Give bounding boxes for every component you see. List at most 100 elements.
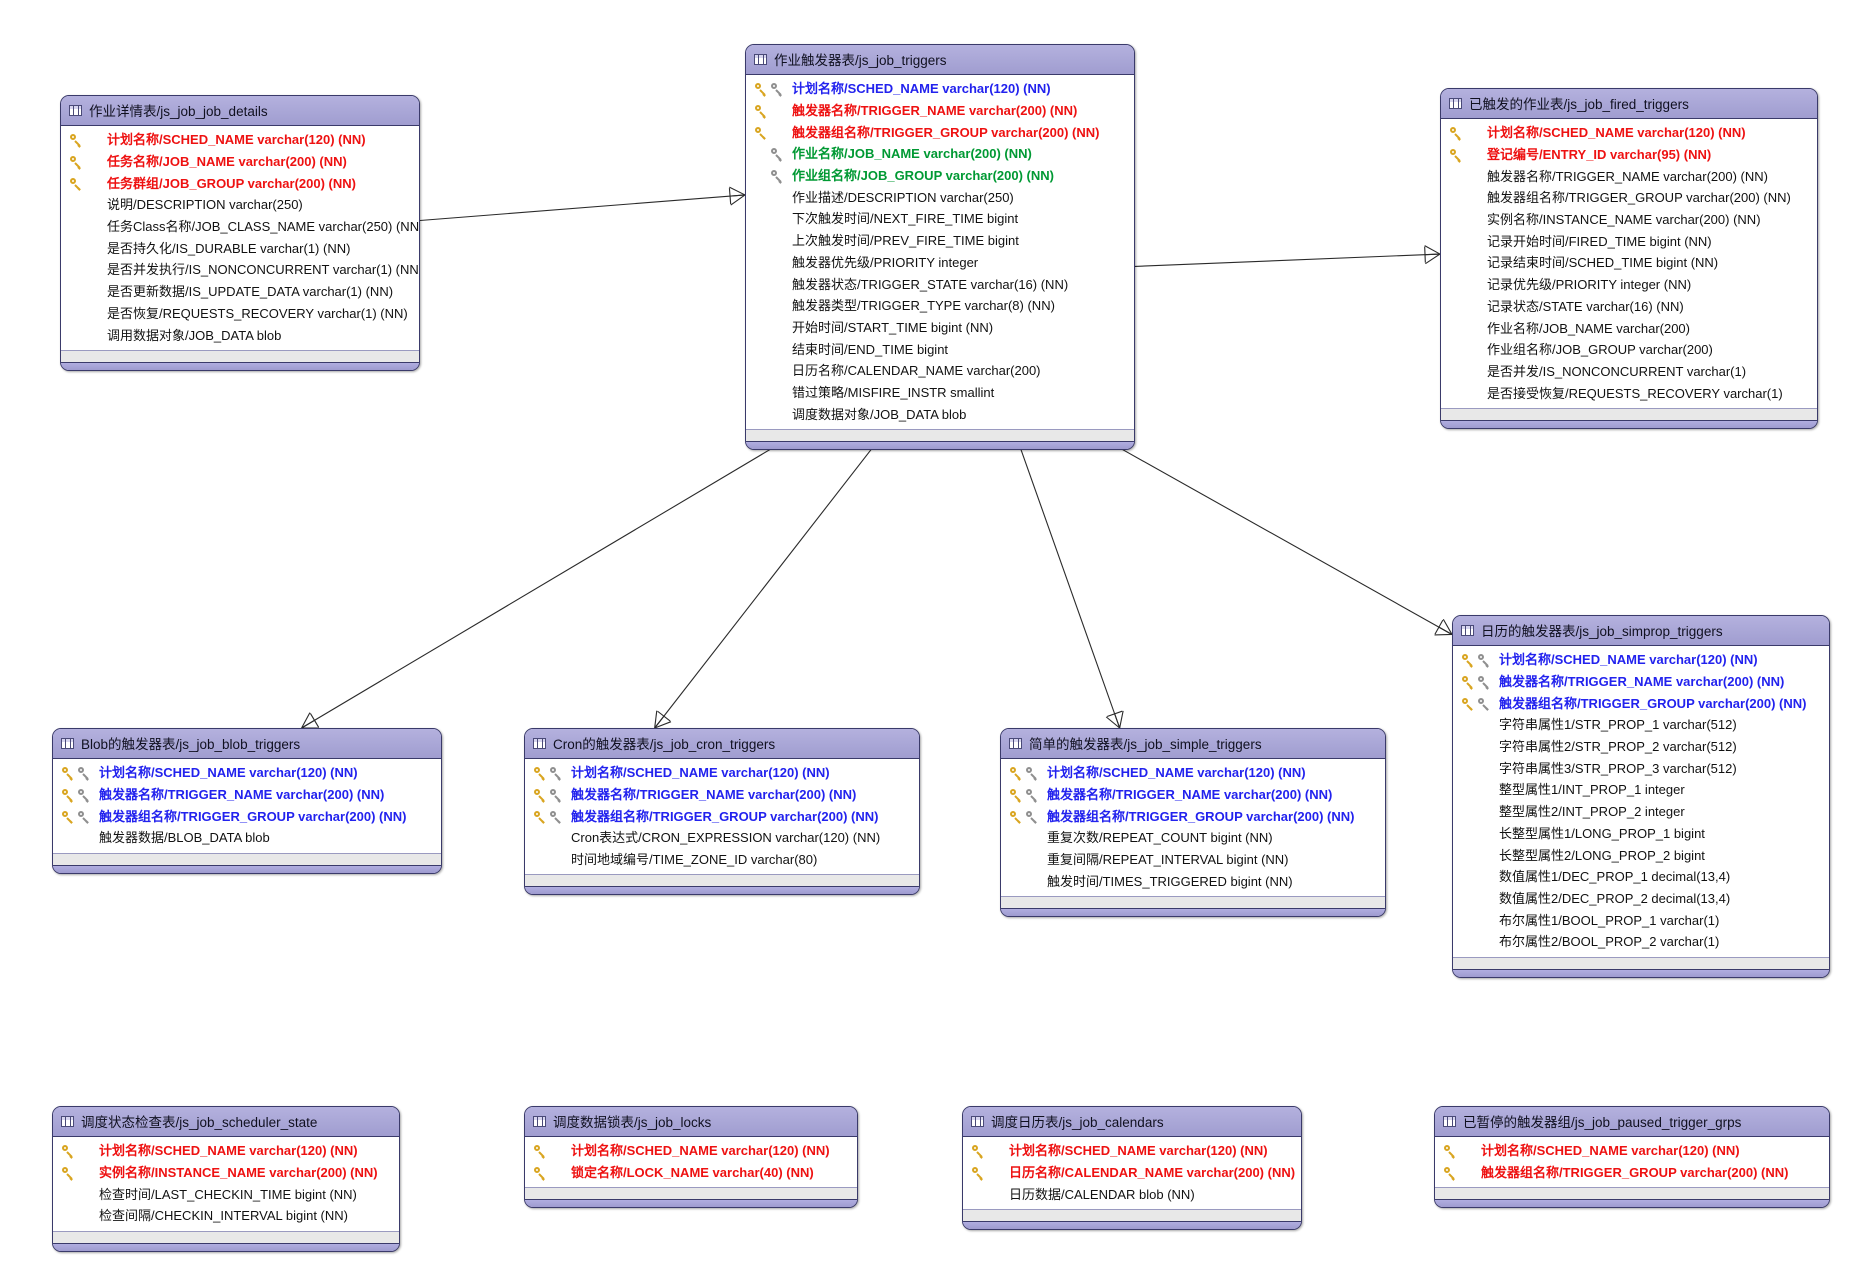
attribute-row[interactable]: 调用数据对象/JOB_DATA blob	[61, 324, 419, 346]
attribute-row[interactable]: 触发器组名称/TRIGGER_GROUP varchar(200) (NN)	[525, 805, 919, 827]
attribute-row[interactable]: 触发器名称/TRIGGER_NAME varchar(200) (NN)	[53, 784, 441, 806]
attribute-row[interactable]: 记录开始时间/FIRED_TIME bigint (NN)	[1441, 230, 1817, 252]
attribute-row[interactable]: 触发器名称/TRIGGER_NAME varchar(200) (NN)	[1453, 671, 1829, 693]
attribute-row[interactable]: 作业组名称/JOB_GROUP varchar(200) (NN)	[746, 165, 1134, 187]
attribute-row[interactable]: 触发器类型/TRIGGER_TYPE varchar(8) (NN)	[746, 295, 1134, 317]
entity-title-bar[interactable]: 调度状态检查表/js_job_scheduler_state	[53, 1107, 399, 1137]
attribute-row[interactable]: 作业组名称/JOB_GROUP varchar(200)	[1441, 339, 1817, 361]
entity-title-bar[interactable]: 日历的触发器表/js_job_simprop_triggers	[1453, 616, 1829, 646]
attribute-row[interactable]: 任务名称/JOB_NAME varchar(200) (NN)	[61, 151, 419, 173]
attribute-row[interactable]: 触发器组名称/TRIGGER_GROUP varchar(200) (NN)	[1001, 805, 1385, 827]
attribute-row[interactable]: 计划名称/SCHED_NAME varchar(120) (NN)	[1441, 122, 1817, 144]
attribute-row[interactable]: 触发器名称/TRIGGER_NAME varchar(200) (NN)	[746, 100, 1134, 122]
attribute-row[interactable]: 计划名称/SCHED_NAME varchar(120) (NN)	[1001, 762, 1385, 784]
attribute-row[interactable]: 说明/DESCRIPTION varchar(250)	[61, 194, 419, 216]
attribute-row[interactable]: 计划名称/SCHED_NAME varchar(120) (NN)	[61, 129, 419, 151]
attribute-row[interactable]: 是否并发/IS_NONCONCURRENT varchar(1)	[1441, 361, 1817, 383]
attribute-row[interactable]: 作业描述/DESCRIPTION varchar(250)	[746, 186, 1134, 208]
entity-simple_triggers[interactable]: 简单的触发器表/js_job_simple_triggers 计划名称/SCHED…	[1000, 728, 1386, 918]
attribute-row[interactable]: 作业名称/JOB_NAME varchar(200) (NN)	[746, 143, 1134, 165]
attribute-row[interactable]: 上次触发时间/PREV_FIRE_TIME bigint	[746, 230, 1134, 252]
attribute-row[interactable]: 触发器名称/TRIGGER_NAME varchar(200) (NN)	[525, 784, 919, 806]
entity-title-bar[interactable]: Cron的触发器表/js_job_cron_triggers	[525, 729, 919, 759]
entity-title-bar[interactable]: 已暂停的触发器组/js_job_paused_trigger_grps	[1435, 1107, 1829, 1137]
attribute-row[interactable]: 锁定名称/LOCK_NAME varchar(40) (NN)	[525, 1162, 857, 1184]
attribute-row[interactable]: 触发器名称/TRIGGER_NAME varchar(200) (NN)	[1441, 165, 1817, 187]
attribute-row[interactable]: 触发器状态/TRIGGER_STATE varchar(16) (NN)	[746, 273, 1134, 295]
attribute-row[interactable]: 任务Class名称/JOB_CLASS_NAME varchar(250) (N…	[61, 216, 419, 238]
entity-blob_triggers[interactable]: Blob的触发器表/js_job_blob_triggers 计划名称/SCHED…	[52, 728, 442, 874]
attribute-row[interactable]: 调度数据对象/JOB_DATA blob	[746, 403, 1134, 425]
attribute-row[interactable]: 日历名称/CALENDAR_NAME varchar(200) (NN)	[963, 1162, 1301, 1184]
attribute-row[interactable]: 记录优先级/PRIORITY integer (NN)	[1441, 274, 1817, 296]
entity-fired_triggers[interactable]: 已触发的作业表/js_job_fired_triggers 计划名称/SCHED_…	[1440, 88, 1818, 429]
entity-title-bar[interactable]: 调度日历表/js_job_calendars	[963, 1107, 1301, 1137]
attribute-row[interactable]: 计划名称/SCHED_NAME varchar(120) (NN)	[53, 762, 441, 784]
attribute-row[interactable]: 长整型属性2/LONG_PROP_2 bigint	[1453, 844, 1829, 866]
attribute-row[interactable]: 计划名称/SCHED_NAME varchar(120) (NN)	[525, 1140, 857, 1162]
attribute-row[interactable]: 计划名称/SCHED_NAME varchar(120) (NN)	[1435, 1140, 1829, 1162]
attribute-row[interactable]: 计划名称/SCHED_NAME varchar(120) (NN)	[963, 1140, 1301, 1162]
attribute-row[interactable]: 触发器组名称/TRIGGER_GROUP varchar(200) (NN)	[1453, 692, 1829, 714]
entity-title-bar[interactable]: 调度数据锁表/js_job_locks	[525, 1107, 857, 1137]
attribute-row[interactable]: 实例名称/INSTANCE_NAME varchar(200) (NN)	[1441, 209, 1817, 231]
attribute-row[interactable]: 触发器名称/TRIGGER_NAME varchar(200) (NN)	[1001, 784, 1385, 806]
entity-scheduler_state[interactable]: 调度状态检查表/js_job_scheduler_state 计划名称/SCHED…	[52, 1106, 400, 1252]
entity-locks[interactable]: 调度数据锁表/js_job_locks 计划名称/SCHED_NAME varch…	[524, 1106, 858, 1209]
attribute-row[interactable]: 重复次数/REPEAT_COUNT bigint (NN)	[1001, 827, 1385, 849]
attribute-row[interactable]: 是否恢复/REQUESTS_RECOVERY varchar(1) (NN)	[61, 303, 419, 325]
attribute-row[interactable]: 作业名称/JOB_NAME varchar(200)	[1441, 317, 1817, 339]
attribute-row[interactable]: 时间地域编号/TIME_ZONE_ID varchar(80)	[525, 849, 919, 871]
attribute-row[interactable]: 布尔属性2/BOOL_PROP_2 varchar(1)	[1453, 931, 1829, 953]
attribute-row[interactable]: 触发器组名称/TRIGGER_GROUP varchar(200) (NN)	[1441, 187, 1817, 209]
attribute-row[interactable]: 日历数据/CALENDAR blob (NN)	[963, 1183, 1301, 1205]
attribute-row[interactable]: 计划名称/SCHED_NAME varchar(120) (NN)	[1453, 649, 1829, 671]
entity-calendars[interactable]: 调度日历表/js_job_calendars 计划名称/SCHED_NAME va…	[962, 1106, 1302, 1231]
attribute-row[interactable]: 数值属性1/DEC_PROP_1 decimal(13,4)	[1453, 866, 1829, 888]
attribute-row[interactable]: 触发器组名称/TRIGGER_GROUP varchar(200) (NN)	[1435, 1162, 1829, 1184]
attribute-row[interactable]: 整型属性2/INT_PROP_2 integer	[1453, 801, 1829, 823]
attribute-row[interactable]: 计划名称/SCHED_NAME varchar(120) (NN)	[53, 1140, 399, 1162]
attribute-row[interactable]: 记录结束时间/SCHED_TIME bigint (NN)	[1441, 252, 1817, 274]
attribute-row[interactable]: 计划名称/SCHED_NAME varchar(120) (NN)	[525, 762, 919, 784]
entity-title-bar[interactable]: Blob的触发器表/js_job_blob_triggers	[53, 729, 441, 759]
entity-title-bar[interactable]: 简单的触发器表/js_job_simple_triggers	[1001, 729, 1385, 759]
attribute-row[interactable]: 登记编号/ENTRY_ID varchar(95) (NN)	[1441, 144, 1817, 166]
attribute-row[interactable]: 结束时间/END_TIME bigint	[746, 338, 1134, 360]
attribute-row[interactable]: 是否持久化/IS_DURABLE varchar(1) (NN)	[61, 237, 419, 259]
attribute-row[interactable]: 长整型属性1/LONG_PROP_1 bigint	[1453, 823, 1829, 845]
attribute-row[interactable]: 检查时间/LAST_CHECKIN_TIME bigint (NN)	[53, 1183, 399, 1205]
attribute-row[interactable]: 触发时间/TIMES_TRIGGERED bigint (NN)	[1001, 870, 1385, 892]
entity-title-bar[interactable]: 作业触发器表/js_job_triggers	[746, 45, 1134, 75]
attribute-row[interactable]: 任务群组/JOB_GROUP varchar(200) (NN)	[61, 172, 419, 194]
attribute-row[interactable]: 重复间隔/REPEAT_INTERVAL bigint (NN)	[1001, 849, 1385, 871]
attribute-row[interactable]: 字符串属性2/STR_PROP_2 varchar(512)	[1453, 736, 1829, 758]
attribute-row[interactable]: 触发器数据/BLOB_DATA blob	[53, 827, 441, 849]
attribute-row[interactable]: 触发器组名称/TRIGGER_GROUP varchar(200) (NN)	[746, 121, 1134, 143]
attribute-row[interactable]: 字符串属性1/STR_PROP_1 varchar(512)	[1453, 714, 1829, 736]
attribute-row[interactable]: 是否并发执行/IS_NONCONCURRENT varchar(1) (NN)	[61, 259, 419, 281]
attribute-row[interactable]: 触发器优先级/PRIORITY integer	[746, 252, 1134, 274]
attribute-row[interactable]: 错过策略/MISFIRE_INSTR smallint	[746, 382, 1134, 404]
entity-title-bar[interactable]: 已触发的作业表/js_job_fired_triggers	[1441, 89, 1817, 119]
attribute-row[interactable]: 日历名称/CALENDAR_NAME varchar(200)	[746, 360, 1134, 382]
attribute-row[interactable]: 计划名称/SCHED_NAME varchar(120) (NN)	[746, 78, 1134, 100]
attribute-row[interactable]: 检查间隔/CHECKIN_INTERVAL bigint (NN)	[53, 1205, 399, 1227]
entity-cron_triggers[interactable]: Cron的触发器表/js_job_cron_triggers 计划名称/SCHED…	[524, 728, 920, 896]
attribute-row[interactable]: 布尔属性1/BOOL_PROP_1 varchar(1)	[1453, 909, 1829, 931]
entity-triggers[interactable]: 作业触发器表/js_job_triggers 计划名称/SCHED_NAME va…	[745, 44, 1135, 450]
entity-title-bar[interactable]: 作业详情表/js_job_job_details	[61, 96, 419, 126]
entity-simprop_triggers[interactable]: 日历的触发器表/js_job_simprop_triggers 计划名称/SCHE…	[1452, 615, 1830, 978]
attribute-row[interactable]: 实例名称/INSTANCE_NAME varchar(200) (NN)	[53, 1162, 399, 1184]
attribute-row[interactable]: 是否更新数据/IS_UPDATE_DATA varchar(1) (NN)	[61, 281, 419, 303]
attribute-row[interactable]: 开始时间/START_TIME bigint (NN)	[746, 317, 1134, 339]
attribute-row[interactable]: 下次触发时间/NEXT_FIRE_TIME bigint	[746, 208, 1134, 230]
attribute-row[interactable]: 数值属性2/DEC_PROP_2 decimal(13,4)	[1453, 888, 1829, 910]
attribute-row[interactable]: 是否接受恢复/REQUESTS_RECOVERY varchar(1)	[1441, 382, 1817, 404]
attribute-row[interactable]: Cron表达式/CRON_EXPRESSION varchar(120) (NN…	[525, 827, 919, 849]
entity-job_details[interactable]: 作业详情表/js_job_job_details 计划名称/SCHED_NAME …	[60, 95, 420, 371]
attribute-row[interactable]: 字符串属性3/STR_PROP_3 varchar(512)	[1453, 757, 1829, 779]
attribute-row[interactable]: 触发器组名称/TRIGGER_GROUP varchar(200) (NN)	[53, 805, 441, 827]
attribute-row[interactable]: 记录状态/STATE varchar(16) (NN)	[1441, 296, 1817, 318]
attribute-row[interactable]: 整型属性1/INT_PROP_1 integer	[1453, 779, 1829, 801]
